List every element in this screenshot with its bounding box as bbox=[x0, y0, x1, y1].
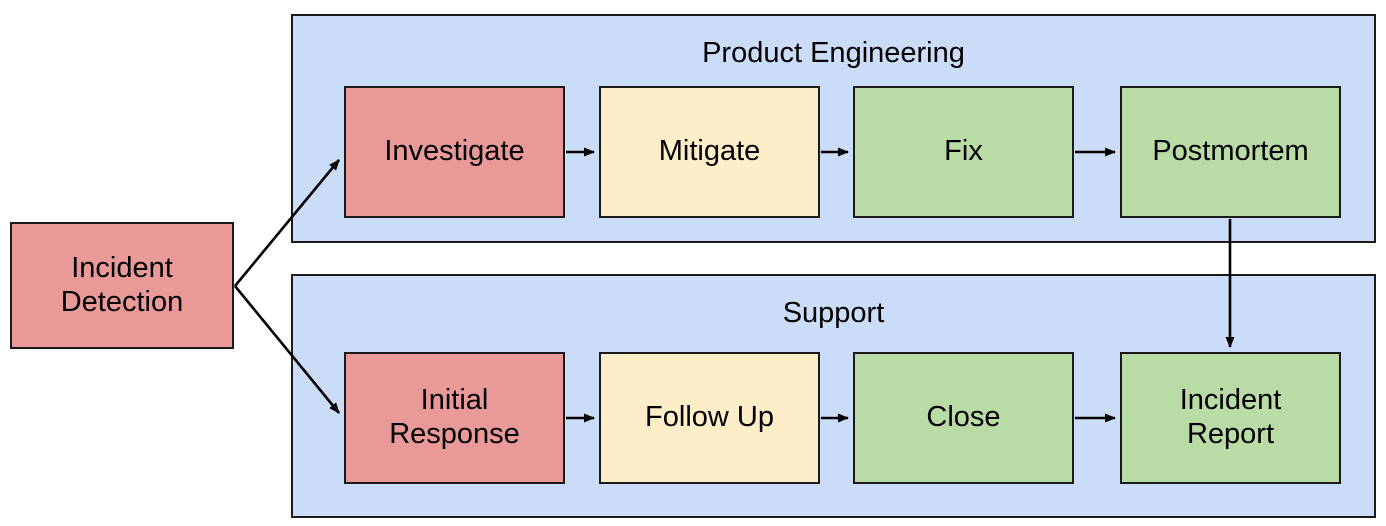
node-label-line-1: Incident bbox=[1179, 384, 1282, 417]
node-follow-up[interactable]: Follow Up bbox=[599, 352, 820, 484]
node-label-fix: Fix bbox=[944, 135, 983, 168]
node-label-line-2: Detection bbox=[60, 285, 184, 318]
node-label-line-1: Initial bbox=[420, 384, 489, 417]
node-fix[interactable]: Fix bbox=[853, 86, 1074, 218]
node-label-follow-up: Follow Up bbox=[645, 401, 774, 434]
node-label-investigate: Investigate bbox=[384, 135, 525, 168]
node-label-close: Close bbox=[926, 401, 1001, 434]
node-label-mitigate: Mitigate bbox=[658, 135, 761, 168]
node-label-postmortem: Postmortem bbox=[1152, 135, 1309, 168]
node-close[interactable]: Close bbox=[853, 352, 1074, 484]
node-label-line-1: Incident bbox=[71, 251, 173, 284]
swimlane-title-product-engineering: Product Engineering bbox=[702, 37, 965, 69]
node-label-line-2: Response bbox=[389, 418, 520, 450]
node-investigate[interactable]: Investigate bbox=[344, 86, 565, 218]
node-mitigate[interactable]: Mitigate bbox=[599, 86, 820, 218]
node-postmortem[interactable]: Postmortem bbox=[1120, 86, 1341, 218]
node-label-line-2: Report bbox=[1186, 418, 1275, 450]
swimlane-title-support: Support bbox=[782, 297, 885, 329]
